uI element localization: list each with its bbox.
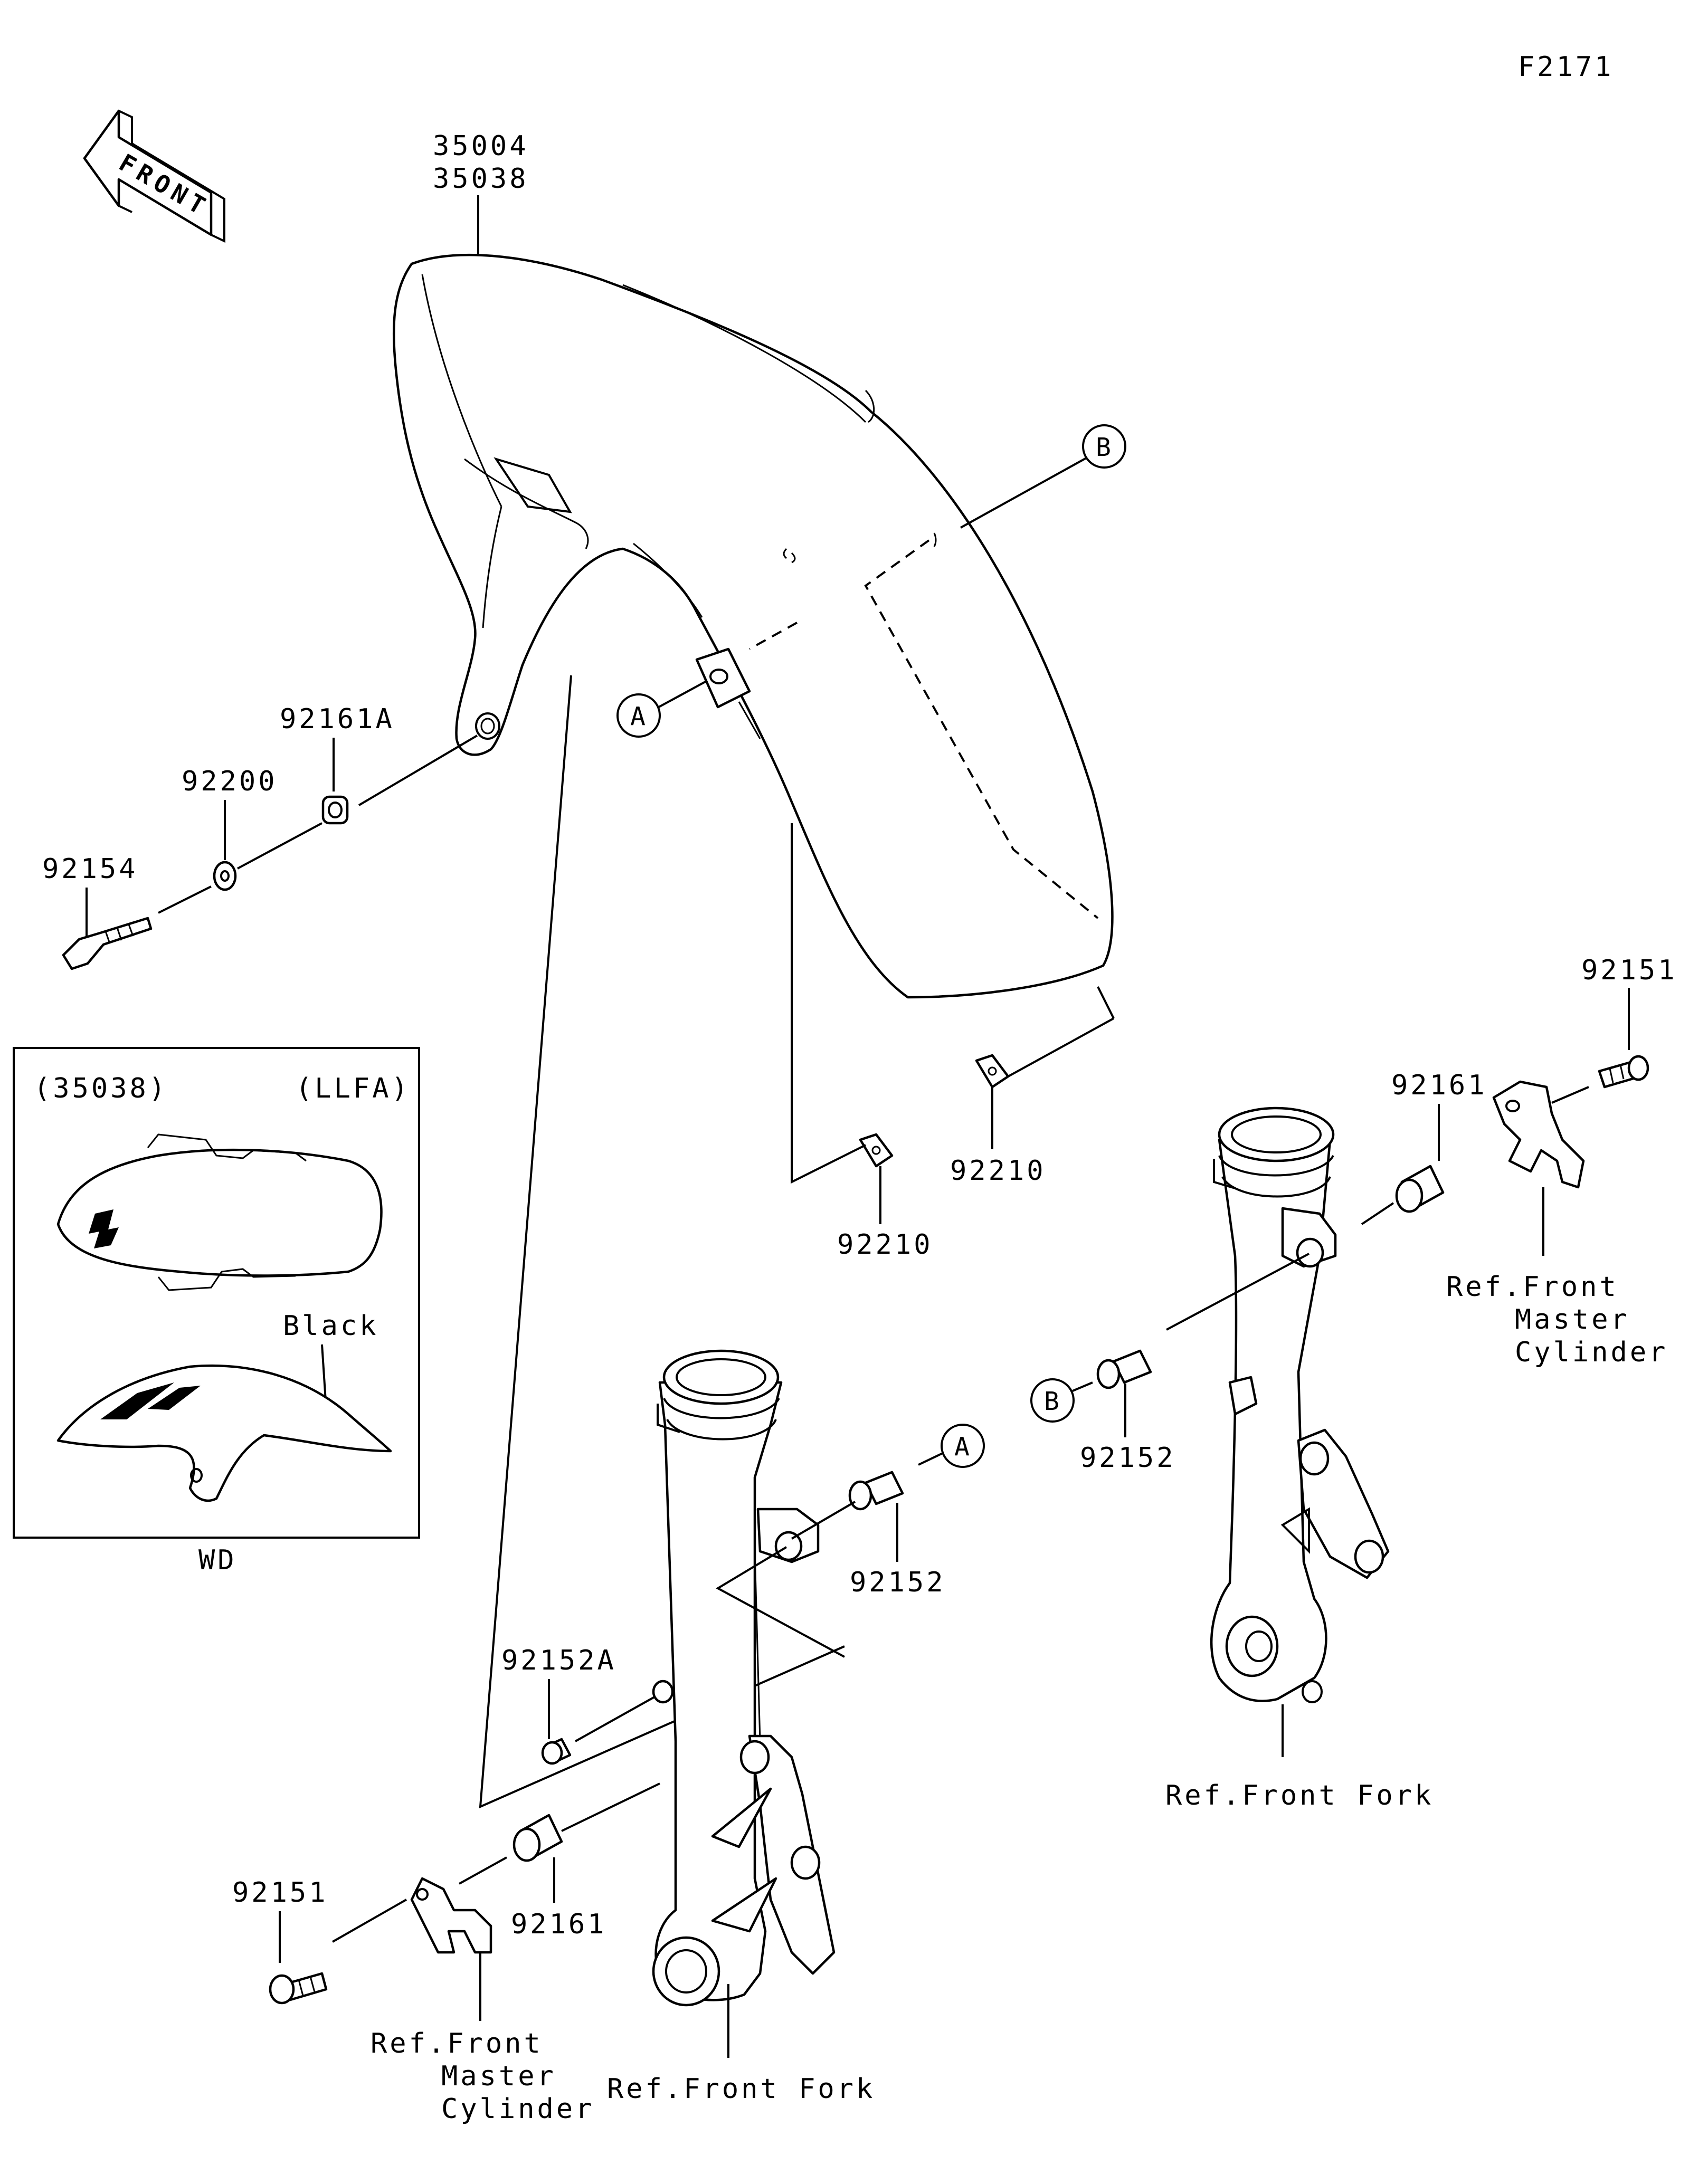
- front-direction-arrow: FRONT: [83, 109, 225, 243]
- hardware-axis-line: [237, 822, 322, 870]
- part-label-92161a: 92161A: [280, 703, 395, 735]
- figure-code: F2171: [1518, 51, 1614, 83]
- inset-variant: (LLFA): [296, 1073, 411, 1104]
- part-label-92154: 92154: [42, 853, 138, 885]
- part-label-92161-right: 92161: [1391, 1070, 1487, 1101]
- front-fender: [392, 253, 1114, 999]
- part-label-92210-upper: 92210: [950, 1155, 1046, 1187]
- callout-a-lower: A: [918, 1424, 985, 1468]
- collar-92161-left: [513, 1814, 563, 1862]
- nut-92210-upper: [975, 1054, 1010, 1089]
- callout-a-fender: A: [616, 680, 708, 738]
- front-fork-left: [652, 1349, 836, 2058]
- hardware-axis-line: [158, 885, 212, 914]
- ref-master-cylinder-right-1: Ref.Front: [1446, 1271, 1619, 1303]
- master-cylinder-clamp-right: [1492, 1080, 1585, 1189]
- part-label-92200: 92200: [182, 766, 278, 797]
- leader-line: [791, 823, 866, 1184]
- stripe-decal: [148, 1386, 201, 1410]
- variant-inset: (35038) (LLFA) Black WD: [13, 1047, 420, 1576]
- leader-line: [575, 1696, 655, 1742]
- callout-b-top: B: [960, 424, 1126, 529]
- washer-92200: [213, 861, 237, 891]
- fender-stay-leader: [479, 675, 845, 1809]
- bolt-92151-right: [1598, 1055, 1649, 1089]
- brand-logo-icon: [89, 1209, 119, 1248]
- part-label-92161-left: 92161: [511, 1909, 607, 1940]
- part-label-92152-b: 92152: [1080, 1442, 1176, 1474]
- fender-top-view: [56, 1148, 383, 1277]
- inset-caption: WD: [198, 1544, 237, 1576]
- fender-side-view: [56, 1364, 392, 1502]
- callout-a-letter: A: [630, 702, 646, 731]
- grommet-92161a: [321, 795, 349, 825]
- ref-master-cylinder-right-2: Master: [1515, 1304, 1630, 1336]
- ref-master-cylinder-left-3: Cylinder: [441, 2093, 594, 2125]
- ref-front-fork-right: Ref.Front Fork: [1165, 1780, 1434, 1811]
- callout-b-lower: B: [1030, 1378, 1093, 1423]
- bolt-92152-a: [848, 1471, 904, 1511]
- inset-color-label: Black: [283, 1310, 379, 1342]
- nut-92210-lower: [859, 1133, 894, 1168]
- part-label-35038: 35038: [433, 163, 529, 195]
- leader-line: [1097, 986, 1115, 1019]
- collar-92161-right: [1395, 1165, 1445, 1213]
- leader-line: [332, 1899, 407, 1943]
- callout-a-letter: A: [954, 1432, 970, 1462]
- leader-line: [561, 1782, 660, 1832]
- front-fork-right: [1210, 1107, 1390, 1757]
- leader-line: [791, 1501, 856, 1540]
- leader-line: [1008, 1017, 1114, 1077]
- part-label-35004: 35004: [433, 130, 529, 162]
- leader-line: [1361, 1202, 1394, 1225]
- callout-b-letter: B: [1044, 1387, 1059, 1416]
- part-label-92152a: 92152A: [501, 1645, 616, 1676]
- inset-part-ref: (35038): [34, 1073, 168, 1104]
- part-label-92151-right: 92151: [1581, 955, 1677, 986]
- leader-line: [715, 1546, 845, 1658]
- bolt-92154: [62, 917, 153, 970]
- leader-line: [1166, 1253, 1310, 1331]
- leader-line: [459, 1856, 507, 1885]
- rubber-92152a: [541, 1738, 572, 1765]
- ref-master-cylinder-left-1: Ref.Front: [371, 2028, 543, 2059]
- part-label-92151-left: 92151: [232, 1877, 328, 1909]
- part-label-92152-a: 92152: [850, 1567, 946, 1598]
- stripe-decal: [100, 1382, 174, 1419]
- master-cylinder-clamp-left: [410, 1877, 492, 1954]
- bolt-92152-b: [1096, 1349, 1152, 1389]
- callout-b-letter: B: [1096, 433, 1111, 462]
- ref-master-cylinder-right-3: Cylinder: [1515, 1337, 1668, 1368]
- bolt-92151-left: [269, 1972, 328, 2005]
- ref-master-cylinder-left-2: Master: [441, 2061, 556, 2092]
- inset-border: [13, 1047, 420, 1539]
- leader-line: [1551, 1086, 1589, 1104]
- hardware-axis-line: [358, 735, 478, 806]
- ref-front-fork-left: Ref.Front Fork: [607, 2073, 875, 2105]
- part-label-92210-lower: 92210: [837, 1229, 933, 1261]
